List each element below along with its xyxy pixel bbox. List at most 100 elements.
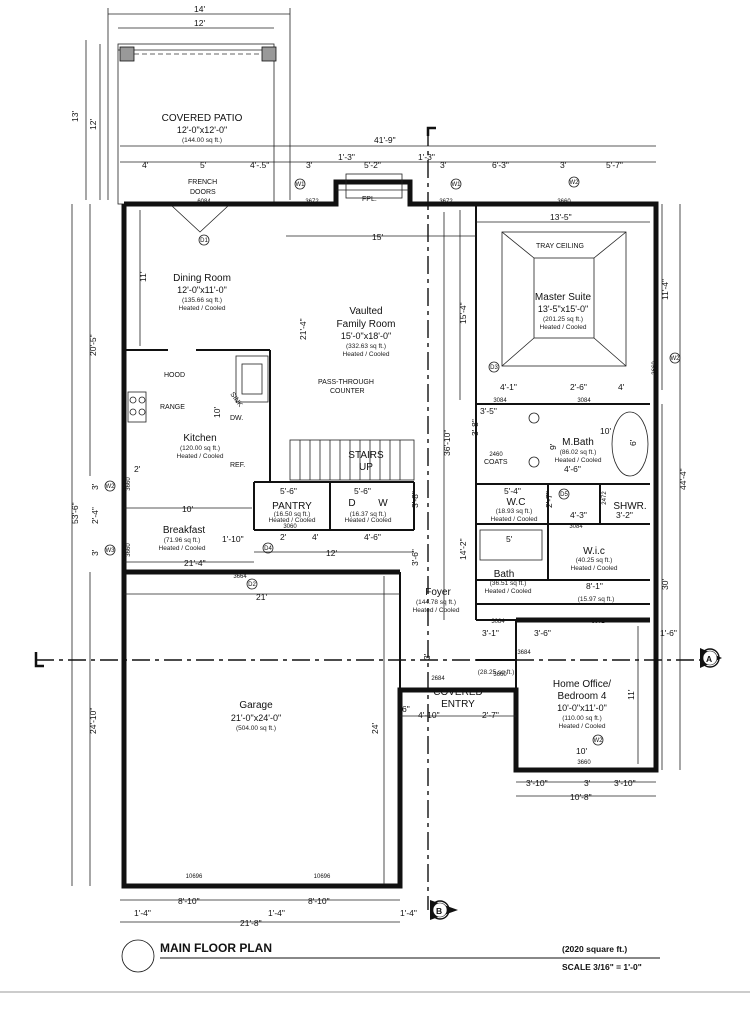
range-label: RANGE xyxy=(160,404,185,411)
tag-w2-a: W2 xyxy=(570,180,580,186)
dim-81: 8'-1" xyxy=(586,581,603,591)
dim-10b: 10' xyxy=(212,407,222,418)
dim-46: 4'-6" xyxy=(564,464,581,474)
code-3084-c: 3084 xyxy=(569,524,583,530)
dim-left-13: 13' xyxy=(70,111,80,122)
dim-seg-3b: 3' xyxy=(440,160,447,170)
section-lines: A B xyxy=(34,126,722,920)
dim-family-h: 21'-4" xyxy=(298,318,308,340)
pass-through-label-2: COUNTER xyxy=(330,388,365,395)
dim-seg-13: 1'-3" xyxy=(338,152,355,162)
dim-master-w: 13'-5" xyxy=(550,212,572,222)
dim-43: 4'-3" xyxy=(570,510,587,520)
dim-10d: 10' xyxy=(576,746,587,756)
office-name-2: Bedroom 4 xyxy=(558,691,607,702)
dim-6c: 6" xyxy=(402,704,410,714)
top-dimension-chain: 41'-9" 4' 5' 4'-.5" 3' 1'-3" 5'-2" 1'-3"… xyxy=(120,135,656,170)
dim-right-11-4: 11'-4" xyxy=(660,279,670,300)
french-doors xyxy=(171,205,229,233)
dining-size: 12'-0"x11'-0" xyxy=(177,285,227,295)
code-2684: 2684 xyxy=(431,676,445,682)
coats-label: COATS xyxy=(484,459,508,466)
dim-14-2: 14'-2" xyxy=(458,538,468,560)
dim-32: 3'-2" xyxy=(616,510,633,520)
wic-hc: Heated / Cooled xyxy=(571,565,618,572)
dim-21: 21' xyxy=(256,592,267,602)
kitchen-sink-counter xyxy=(235,355,269,403)
dim-3d: 3' xyxy=(422,653,432,660)
dining-sqft: (135.66 sq ft.) xyxy=(182,297,222,304)
dim-46b: 4'-6" xyxy=(364,532,381,542)
tray-ceiling-label: TRAY CEILING xyxy=(536,243,584,250)
dim-seg-3c: 3' xyxy=(560,160,567,170)
dim-dining-h: 11' xyxy=(138,271,148,282)
dim-seg-3: 3' xyxy=(306,160,313,170)
code-3084-b: 3084 xyxy=(577,398,591,404)
code-3660-a: 3660 xyxy=(557,199,571,205)
title-block: MAIN FLOOR PLAN (2020 square ft.) SCALE … xyxy=(0,939,750,993)
bathtub xyxy=(611,411,649,477)
stairs-label-1: STAIRS xyxy=(348,450,384,461)
code-3660-e: 3660 xyxy=(493,672,507,678)
kitchen-sqft: (120.00 sq ft.) xyxy=(180,445,220,452)
dim-right-30: 30' xyxy=(660,579,670,590)
dim-left-24-10: 24'-10" xyxy=(88,708,98,734)
range-burner xyxy=(138,396,146,404)
total-square-feet: (2020 square ft.) xyxy=(562,944,627,954)
kitchen-hc: Heated / Cooled xyxy=(177,453,224,460)
dw-room-sqft: (16.37 sq ft.) xyxy=(350,511,387,518)
dim-seg-52: 5'-2" xyxy=(364,160,381,170)
tag-d4: D4 xyxy=(264,546,272,552)
section-marker-a: A xyxy=(706,654,712,664)
dim-10: 10' xyxy=(600,426,611,436)
dim-35: 3'-5" xyxy=(480,406,497,416)
master-sqft: (201.25 sq ft.) xyxy=(543,316,583,323)
bath-sqft: (36.51 sq ft.) xyxy=(490,580,527,587)
vanity-sink xyxy=(528,412,540,424)
code-3660-d: 3660 xyxy=(652,361,658,375)
code-3672-a: 3672 xyxy=(305,199,319,205)
dim-left-12: 12' xyxy=(88,119,98,130)
patio-dimensions: 14' 12' 13' 12' xyxy=(70,4,291,200)
office-name-1: Home Office/ xyxy=(553,679,611,690)
dim-56a: 5'-6" xyxy=(280,486,297,496)
master-name: Master Suite xyxy=(535,292,592,303)
interior-dimensions: 13'-5" 15' 11' 21'-4" 15'-4" 4'-1" 2'-6"… xyxy=(90,210,677,884)
range-burner xyxy=(129,396,137,404)
mbath-sqft: (86.02 sq ft.) xyxy=(560,449,597,456)
dim-108: 10'-8" xyxy=(570,792,592,802)
tag-w2-c: W2 xyxy=(106,484,116,490)
dim-410: 4'-10" xyxy=(418,710,440,720)
code-2472: 2472 xyxy=(602,491,608,505)
dim-36: 3'-6" xyxy=(410,549,420,566)
bath-tub xyxy=(479,529,543,561)
dim-left-20-5: 20'-5" xyxy=(88,334,98,356)
stairs: STAIRS UP xyxy=(289,439,415,481)
tag-d2: D2 xyxy=(248,582,256,588)
interior-walls xyxy=(124,204,650,770)
vanity-sink xyxy=(528,456,540,468)
dim-26: 2'-6" xyxy=(570,382,587,392)
ref-label: REF. xyxy=(230,462,245,469)
entry-sqft: (28.25 sq ft.) xyxy=(478,669,515,676)
office-size: 10'-0"x11'-0" xyxy=(557,703,607,713)
tag-w1-b: W1 xyxy=(452,182,462,188)
section-marker-b: B xyxy=(436,906,442,916)
dim-5: 5' xyxy=(506,534,513,544)
pantry-sqft: (16.50 sq ft.) xyxy=(274,511,311,518)
pantry-name: PANTRY xyxy=(272,501,312,512)
code-3672-b: 3672 xyxy=(439,199,453,205)
foyer-hc: Heated / Cooled xyxy=(413,607,460,614)
closet-sqft: (15.97 sq ft.) xyxy=(578,596,615,603)
code-6072: 6072 xyxy=(591,619,605,625)
dim-10c: 10' xyxy=(182,504,193,514)
code-3684: 3684 xyxy=(517,650,531,656)
drawing-scale: SCALE 3/16" = 1'-0" xyxy=(562,962,642,972)
tag-w3: W3 xyxy=(106,548,116,554)
dim-bot-14b: 1'-4" xyxy=(268,908,285,918)
range-burner xyxy=(129,408,137,416)
wc-hc: Heated / Cooled xyxy=(491,516,538,523)
dim-38: 3'-8" xyxy=(470,419,480,436)
family-sqft: (332.63 sq ft.) xyxy=(346,343,386,350)
tag-w2-d: W2 xyxy=(594,738,604,744)
